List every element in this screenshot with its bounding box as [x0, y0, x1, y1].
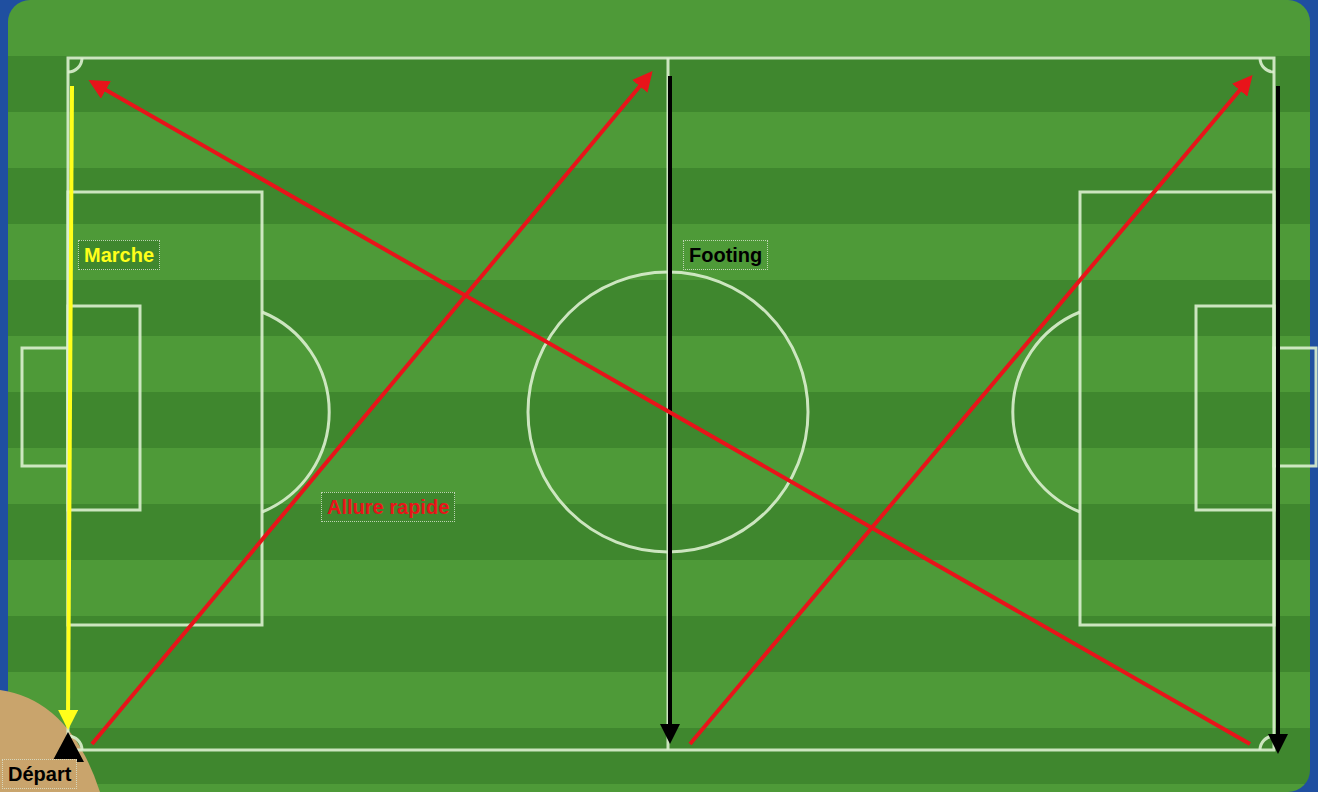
fast-pace-label: Allure rapide [321, 492, 455, 522]
start-marker [52, 732, 84, 762]
jog-label: Footing [683, 240, 768, 270]
walk-label: Marche [78, 240, 160, 270]
grass [8, 0, 1310, 792]
start-label: Départ [2, 759, 77, 789]
pitch-lines [22, 58, 1316, 750]
corner-patch [0, 690, 100, 792]
route-arrows [68, 74, 1278, 750]
